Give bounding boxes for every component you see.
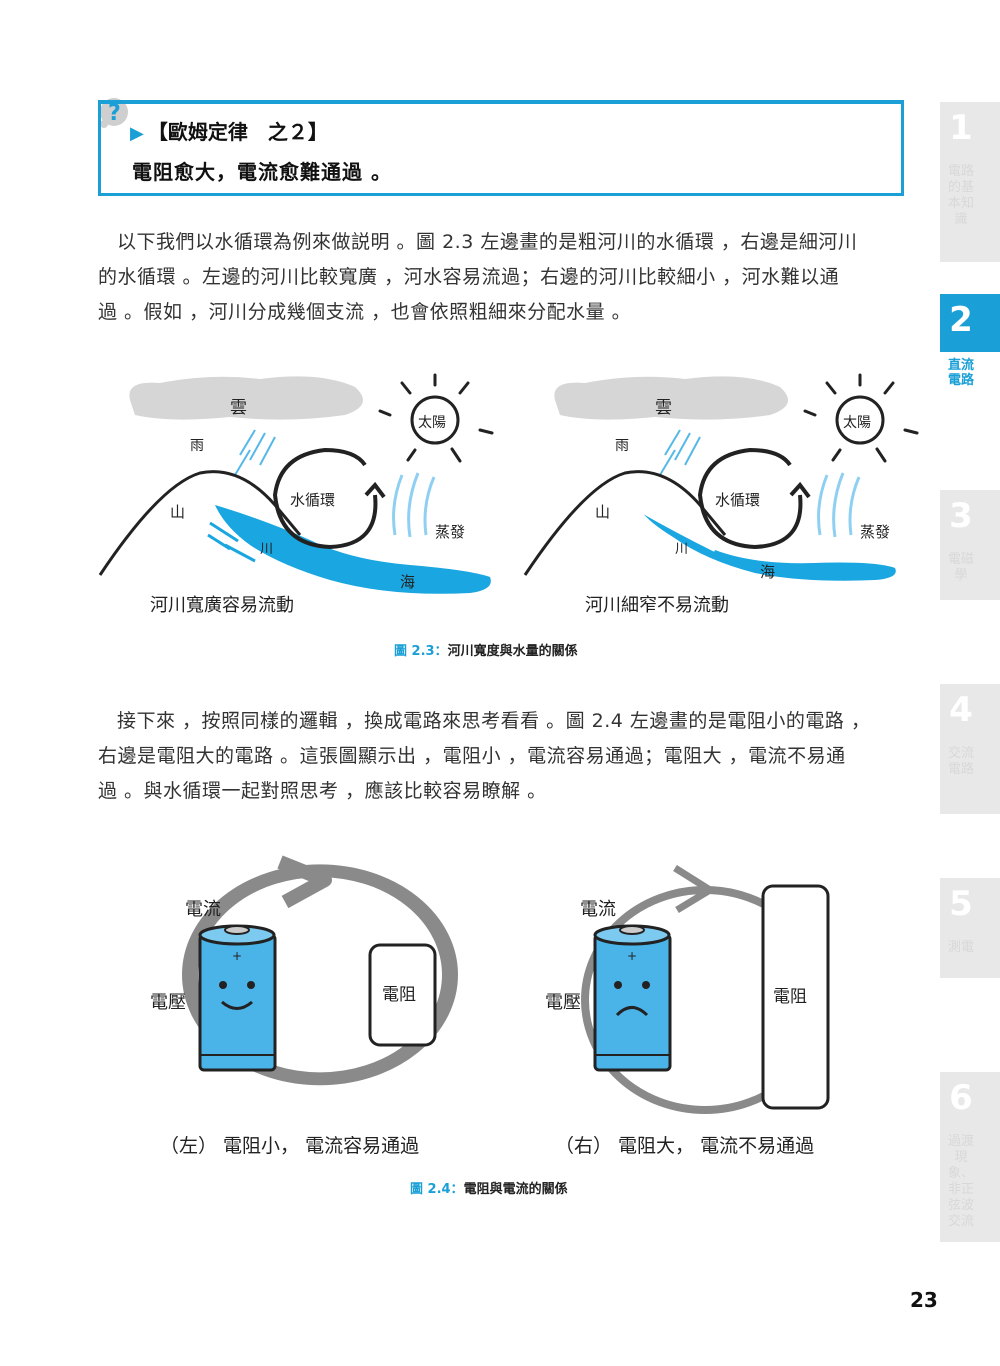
- sun-icon: [835, 395, 885, 445]
- wide-river: [215, 505, 491, 594]
- water-cycle-label: 水循環: [715, 491, 760, 509]
- right-figure-caption: （右） 電阻大， 電流不易通過: [555, 1135, 814, 1157]
- paragraph-line: 過 。假如 ，河川分成幾個支流 ，也會依照粗細來分配水量 。: [98, 301, 632, 323]
- current-label: 電流: [185, 899, 221, 920]
- current-label: 電流: [580, 899, 616, 920]
- resistor-label: 電阻: [773, 987, 807, 1007]
- tab-number: 5: [949, 884, 973, 924]
- triangle-icon: ▶: [130, 123, 144, 144]
- paragraph-1: 以下我們以水循環為例來做説明 。圖 2.3 左邊畫的是粗河川的水循環 ，右邊是細…: [98, 225, 910, 330]
- figure-caption-2-4: 圖 2.4：電阻與電流的關係: [410, 1178, 568, 1197]
- voltage-label: 電壓: [545, 992, 581, 1013]
- river-label: 川: [260, 542, 273, 557]
- chapter-tab-1[interactable]: 1 電路的基本知識: [940, 102, 1000, 262]
- paragraph-line: 接下來 ，按照同樣的邏輯 ，換成電路來思考看看 。圖 2.4 左邊畫的是電阻小的…: [117, 710, 871, 732]
- svg-text:+: +: [627, 949, 637, 963]
- tab-label: 電路的基本知識: [948, 164, 975, 227]
- small-resistor: [368, 943, 437, 1047]
- voltage-label: 電壓: [150, 992, 186, 1013]
- rule-title: ▶【歐姆定律 之２】: [130, 116, 328, 145]
- tab-number: 6: [949, 1078, 973, 1118]
- large-resistor: [761, 884, 830, 1110]
- chapter-tab-6[interactable]: 6 過渡現象、非正弦波交流: [940, 1072, 1000, 1242]
- mountain-label: 山: [170, 503, 185, 521]
- sun-icon: [410, 395, 460, 445]
- rain-label: 雨: [615, 438, 629, 454]
- mountain-label: 山: [595, 503, 610, 521]
- question-icon: ?: [100, 98, 128, 128]
- frown-icon: [615, 1006, 649, 1017]
- water-cycle-label: 水循環: [290, 491, 335, 509]
- chapter-tab-5[interactable]: 5 測電: [940, 878, 1000, 978]
- tab-number: 3: [949, 496, 973, 536]
- tab-number: 1: [949, 108, 973, 148]
- chapter-tab-4[interactable]: 4 交流電路: [940, 684, 1000, 814]
- tab-label: 交流電路: [948, 746, 975, 777]
- narrow-river: [640, 510, 896, 581]
- sea-label: 海: [760, 563, 775, 581]
- cloud-label: 雲: [230, 398, 247, 418]
- paragraph-line: 右邊是電阻大的電路 。這張圖顯示出 ，電阻小 ，電流容易通過；電阻大 ，電流不易…: [98, 745, 846, 767]
- right-circuit: 電阻 + 電流 電壓 （右） 電阻大， 電流不易通過: [545, 865, 830, 1157]
- caption-text: 電阻與電流的關係: [463, 1182, 568, 1197]
- tab-number: 4: [949, 690, 973, 730]
- caption-text: 河川寬度與水量的關係: [447, 644, 578, 659]
- svg-text:?: ?: [108, 101, 121, 126]
- tab-label: 直流電路: [948, 358, 975, 388]
- paragraph-2: 接下來 ，按照同樣的邏輯 ，換成電路來思考看看 。圖 2.4 左邊畫的是電阻小的…: [98, 704, 910, 809]
- tab-label: 測電: [948, 940, 975, 955]
- caption-number: 圖 2.4：: [410, 1182, 464, 1197]
- svg-text:+: +: [232, 949, 242, 963]
- resistor-label: 電阻: [382, 985, 416, 1005]
- left-circuit: 電阻 + 電流 電壓 （左） 電阻小， 電流容易通過: [150, 855, 458, 1157]
- chapter-tab-3[interactable]: 3 電磁學: [940, 490, 1000, 600]
- sun-label: 太陽: [843, 415, 871, 431]
- chapter-tab-2[interactable]: 2: [940, 294, 1000, 352]
- rain-label: 雨: [190, 438, 204, 454]
- tab-label: 電磁學: [948, 552, 975, 583]
- paragraph-line: 過 。與水循環一起對照思考 ，應該比較容易瞭解 。: [98, 780, 547, 802]
- paragraph-line: 的水循環 。左邊的河川比較寬廣 ，河水容易流過；右邊的河川比較細小 ，河水難以通: [98, 266, 840, 288]
- rule-statement: 電阻愈大，電流愈難通過 。: [132, 160, 392, 184]
- caption-number: 圖 2.3：: [394, 644, 448, 659]
- smile-icon: [221, 1000, 253, 1010]
- rule-box: [98, 100, 904, 196]
- river-label: 川: [675, 542, 688, 557]
- figure-water-cycle: 雲 太陽 雨 山 川 海 水循環: [98, 373, 919, 616]
- tab-label: 過渡現象、非正弦波交流: [948, 1134, 975, 1229]
- sea-label: 海: [400, 573, 415, 591]
- left-figure-caption: 河川寬廣容易流動: [150, 595, 294, 616]
- sun-label: 太陽: [418, 415, 446, 431]
- evaporation-label: 蒸發: [860, 523, 890, 541]
- tab-number: 2: [949, 300, 973, 340]
- cloud-label: 雲: [655, 398, 672, 418]
- left-water-cycle-panel: 雲 太陽 雨 山 川 海 水循環: [98, 373, 494, 616]
- left-figure-caption: （左） 電阻小， 電流容易通過: [160, 1135, 419, 1157]
- figure-caption-2-3: 圖 2.3：河川寬度與水量的關係: [394, 640, 578, 659]
- tab-label-active: 直流電路: [948, 358, 974, 388]
- figure-resistor-circuit: 電阻 + 電流 電壓 （左） 電阻小， 電流容易通過 電阻 + 電流 電壓 （右…: [150, 855, 830, 1157]
- evaporation-label: 蒸發: [435, 523, 465, 541]
- cloud-shape: [129, 376, 363, 420]
- paragraph-line: 以下我們以水循環為例來做説明 。圖 2.3 左邊畫的是粗河川的水循環 ，右邊是細…: [117, 231, 858, 253]
- right-figure-caption: 河川細窄不易流動: [585, 595, 729, 616]
- right-water-cycle-panel: 雲 太陽 雨 山 川 海 水循環 蒸發 河川細窄不易流動: [523, 373, 919, 616]
- rule-title-text: 【歐姆定律 之２】: [147, 120, 328, 144]
- page-number: 23: [910, 1288, 938, 1312]
